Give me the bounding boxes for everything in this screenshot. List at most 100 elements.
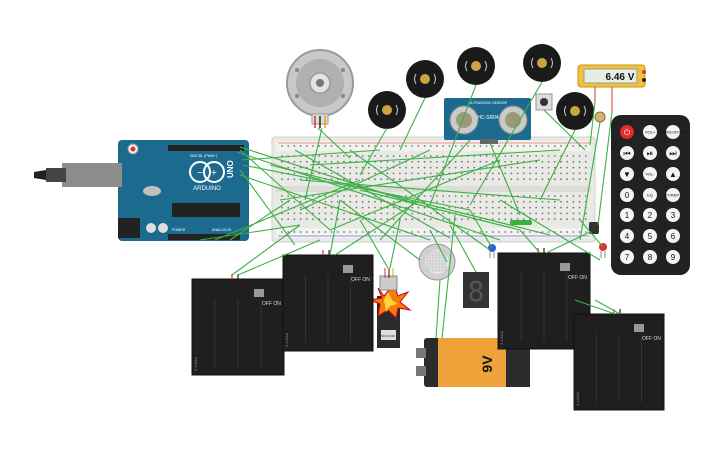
wire-50[interactable] xyxy=(329,159,501,231)
wire-11[interactable] xyxy=(317,127,351,159)
wire-38[interactable] xyxy=(519,229,541,254)
wire-45[interactable] xyxy=(299,149,431,211)
remote-digit-3[interactable]: 3 xyxy=(666,208,680,222)
wire-42[interactable] xyxy=(499,199,601,261)
battery-pack-1[interactable]: OFF ON4 x AAA xyxy=(191,274,285,376)
wire-40[interactable] xyxy=(574,299,616,315)
red-led[interactable] xyxy=(599,243,607,258)
green-resistor[interactable] xyxy=(510,220,532,225)
power-button[interactable] xyxy=(620,125,634,139)
wire-48[interactable] xyxy=(359,189,521,231)
wire-44[interactable] xyxy=(279,159,541,201)
wire-47[interactable] xyxy=(579,219,604,248)
wire-20[interactable] xyxy=(543,109,586,151)
wire-28[interactable] xyxy=(429,229,448,263)
wire-41[interactable] xyxy=(594,299,621,315)
piezo-buzzer-2[interactable] xyxy=(406,60,444,98)
multimeter[interactable]: 6.46 V xyxy=(577,64,646,112)
remote-up-icon[interactable]: ▲ xyxy=(666,167,680,181)
piezo-buzzer-1[interactable] xyxy=(368,91,406,129)
wire-4[interactable] xyxy=(241,149,381,161)
seven-segment-digit: 8 xyxy=(468,275,485,308)
gas-sensor[interactable] xyxy=(418,243,456,281)
arduino-uno-board[interactable]: − + ARDUINO UNO DIGITAL (PWM~) POWER ANA… xyxy=(34,140,249,241)
power-jack xyxy=(118,218,140,238)
remote-digit-5[interactable]: 5 xyxy=(643,229,657,243)
breadboard[interactable] xyxy=(271,136,596,243)
remote-vol-up-button[interactable]: VOL+ xyxy=(643,125,657,139)
dc-motor[interactable] xyxy=(286,49,354,128)
ultrasonic-sensor[interactable]: ULTRASONIC SENSOR HC-SR04 xyxy=(444,98,531,144)
remote-digit-6[interactable]: 6 xyxy=(666,229,680,243)
wire-14[interactable] xyxy=(399,97,426,151)
wire-5[interactable] xyxy=(242,164,471,211)
servo-motor[interactable]: SM-S2090 xyxy=(368,268,412,348)
wire-49[interactable] xyxy=(269,164,551,236)
seven-segment-display[interactable]: 8 xyxy=(463,272,489,308)
wire-10[interactable] xyxy=(229,199,291,241)
remote-st-rept-button[interactable]: ST/REPT xyxy=(665,188,682,202)
arduino-model: UNO xyxy=(226,160,235,178)
wire-29[interactable] xyxy=(449,224,477,273)
wire-31[interactable] xyxy=(389,219,401,269)
blue-capacitor[interactable] xyxy=(488,244,496,258)
wire-25[interactable] xyxy=(309,149,561,166)
wire-22[interactable] xyxy=(597,111,613,226)
remote-digit-0[interactable]: 0 xyxy=(620,188,634,202)
wire-8[interactable] xyxy=(199,224,301,241)
battery-pack-4[interactable]: OFF ON4 x AAA xyxy=(573,309,665,411)
piezo-buzzer-5[interactable] xyxy=(556,92,594,130)
wire-17[interactable] xyxy=(539,129,576,201)
wire-9[interactable] xyxy=(214,179,361,241)
remote-next-icon-label: ⏭ xyxy=(669,149,676,158)
remote-digit-2[interactable]: 2 xyxy=(643,208,657,222)
remote-prev-icon[interactable]: ⏮ xyxy=(620,146,634,160)
wire-12[interactable] xyxy=(304,127,323,201)
potentiometer[interactable] xyxy=(594,111,606,123)
remote-digit-8[interactable]: 8 xyxy=(643,250,657,264)
remote-eq-button-label: EQ xyxy=(647,193,653,198)
piezo-buzzer-4[interactable] xyxy=(523,44,561,82)
remote-func-stop-button-label: FUNC/STOP xyxy=(661,130,684,135)
wire-35[interactable] xyxy=(334,199,421,256)
ir-receiver[interactable] xyxy=(589,222,599,234)
remote-digit-4[interactable]: 4 xyxy=(620,229,634,243)
wire-15[interactable] xyxy=(429,84,477,206)
wire-36[interactable] xyxy=(435,279,441,339)
battery-pack-2[interactable]: OFF ON4 x AAA xyxy=(282,250,374,352)
wire-32[interactable] xyxy=(231,224,301,276)
wire-13[interactable] xyxy=(359,127,388,176)
wire-19[interactable] xyxy=(489,142,521,216)
wire-30[interactable] xyxy=(359,219,389,269)
battery-pack-3[interactable]: OFF ON4 x AAA xyxy=(497,248,591,350)
remote-digit-9[interactable]: 9 xyxy=(666,250,680,264)
servo-label: SM-S2090 xyxy=(381,334,396,338)
wire-39[interactable] xyxy=(545,231,591,254)
wire-16[interactable] xyxy=(469,81,543,206)
wire-6[interactable] xyxy=(239,169,296,246)
arduino-analog-label: ANALOG IN xyxy=(212,228,232,232)
wire-37[interactable] xyxy=(441,214,456,339)
remote-func-stop-button[interactable]: FUNC/STOP xyxy=(661,125,685,139)
remote-next-icon[interactable]: ⏭ xyxy=(666,146,680,160)
remote-vol-down-button[interactable]: VOL- xyxy=(643,167,657,181)
remote-play-icon[interactable]: ⏯ xyxy=(643,146,657,160)
remote-digit-1[interactable]: 1 xyxy=(620,208,634,222)
remote-eq-button[interactable]: EQ xyxy=(643,188,657,202)
battery-9v[interactable]: 9V xyxy=(416,338,530,387)
piezo-buzzer-3[interactable] xyxy=(457,47,495,85)
piezo-buzzers[interactable] xyxy=(368,44,594,130)
wire-23[interactable] xyxy=(579,121,601,241)
battery-9v-label: 9V xyxy=(479,355,495,373)
wire-21[interactable] xyxy=(589,101,596,146)
pushbutton[interactable] xyxy=(535,93,553,111)
remote-down-icon[interactable]: ▼ xyxy=(620,167,634,181)
wire-27[interactable] xyxy=(339,199,421,261)
wire-33[interactable] xyxy=(237,239,321,276)
remote-digit-7[interactable]: 7 xyxy=(620,250,634,264)
